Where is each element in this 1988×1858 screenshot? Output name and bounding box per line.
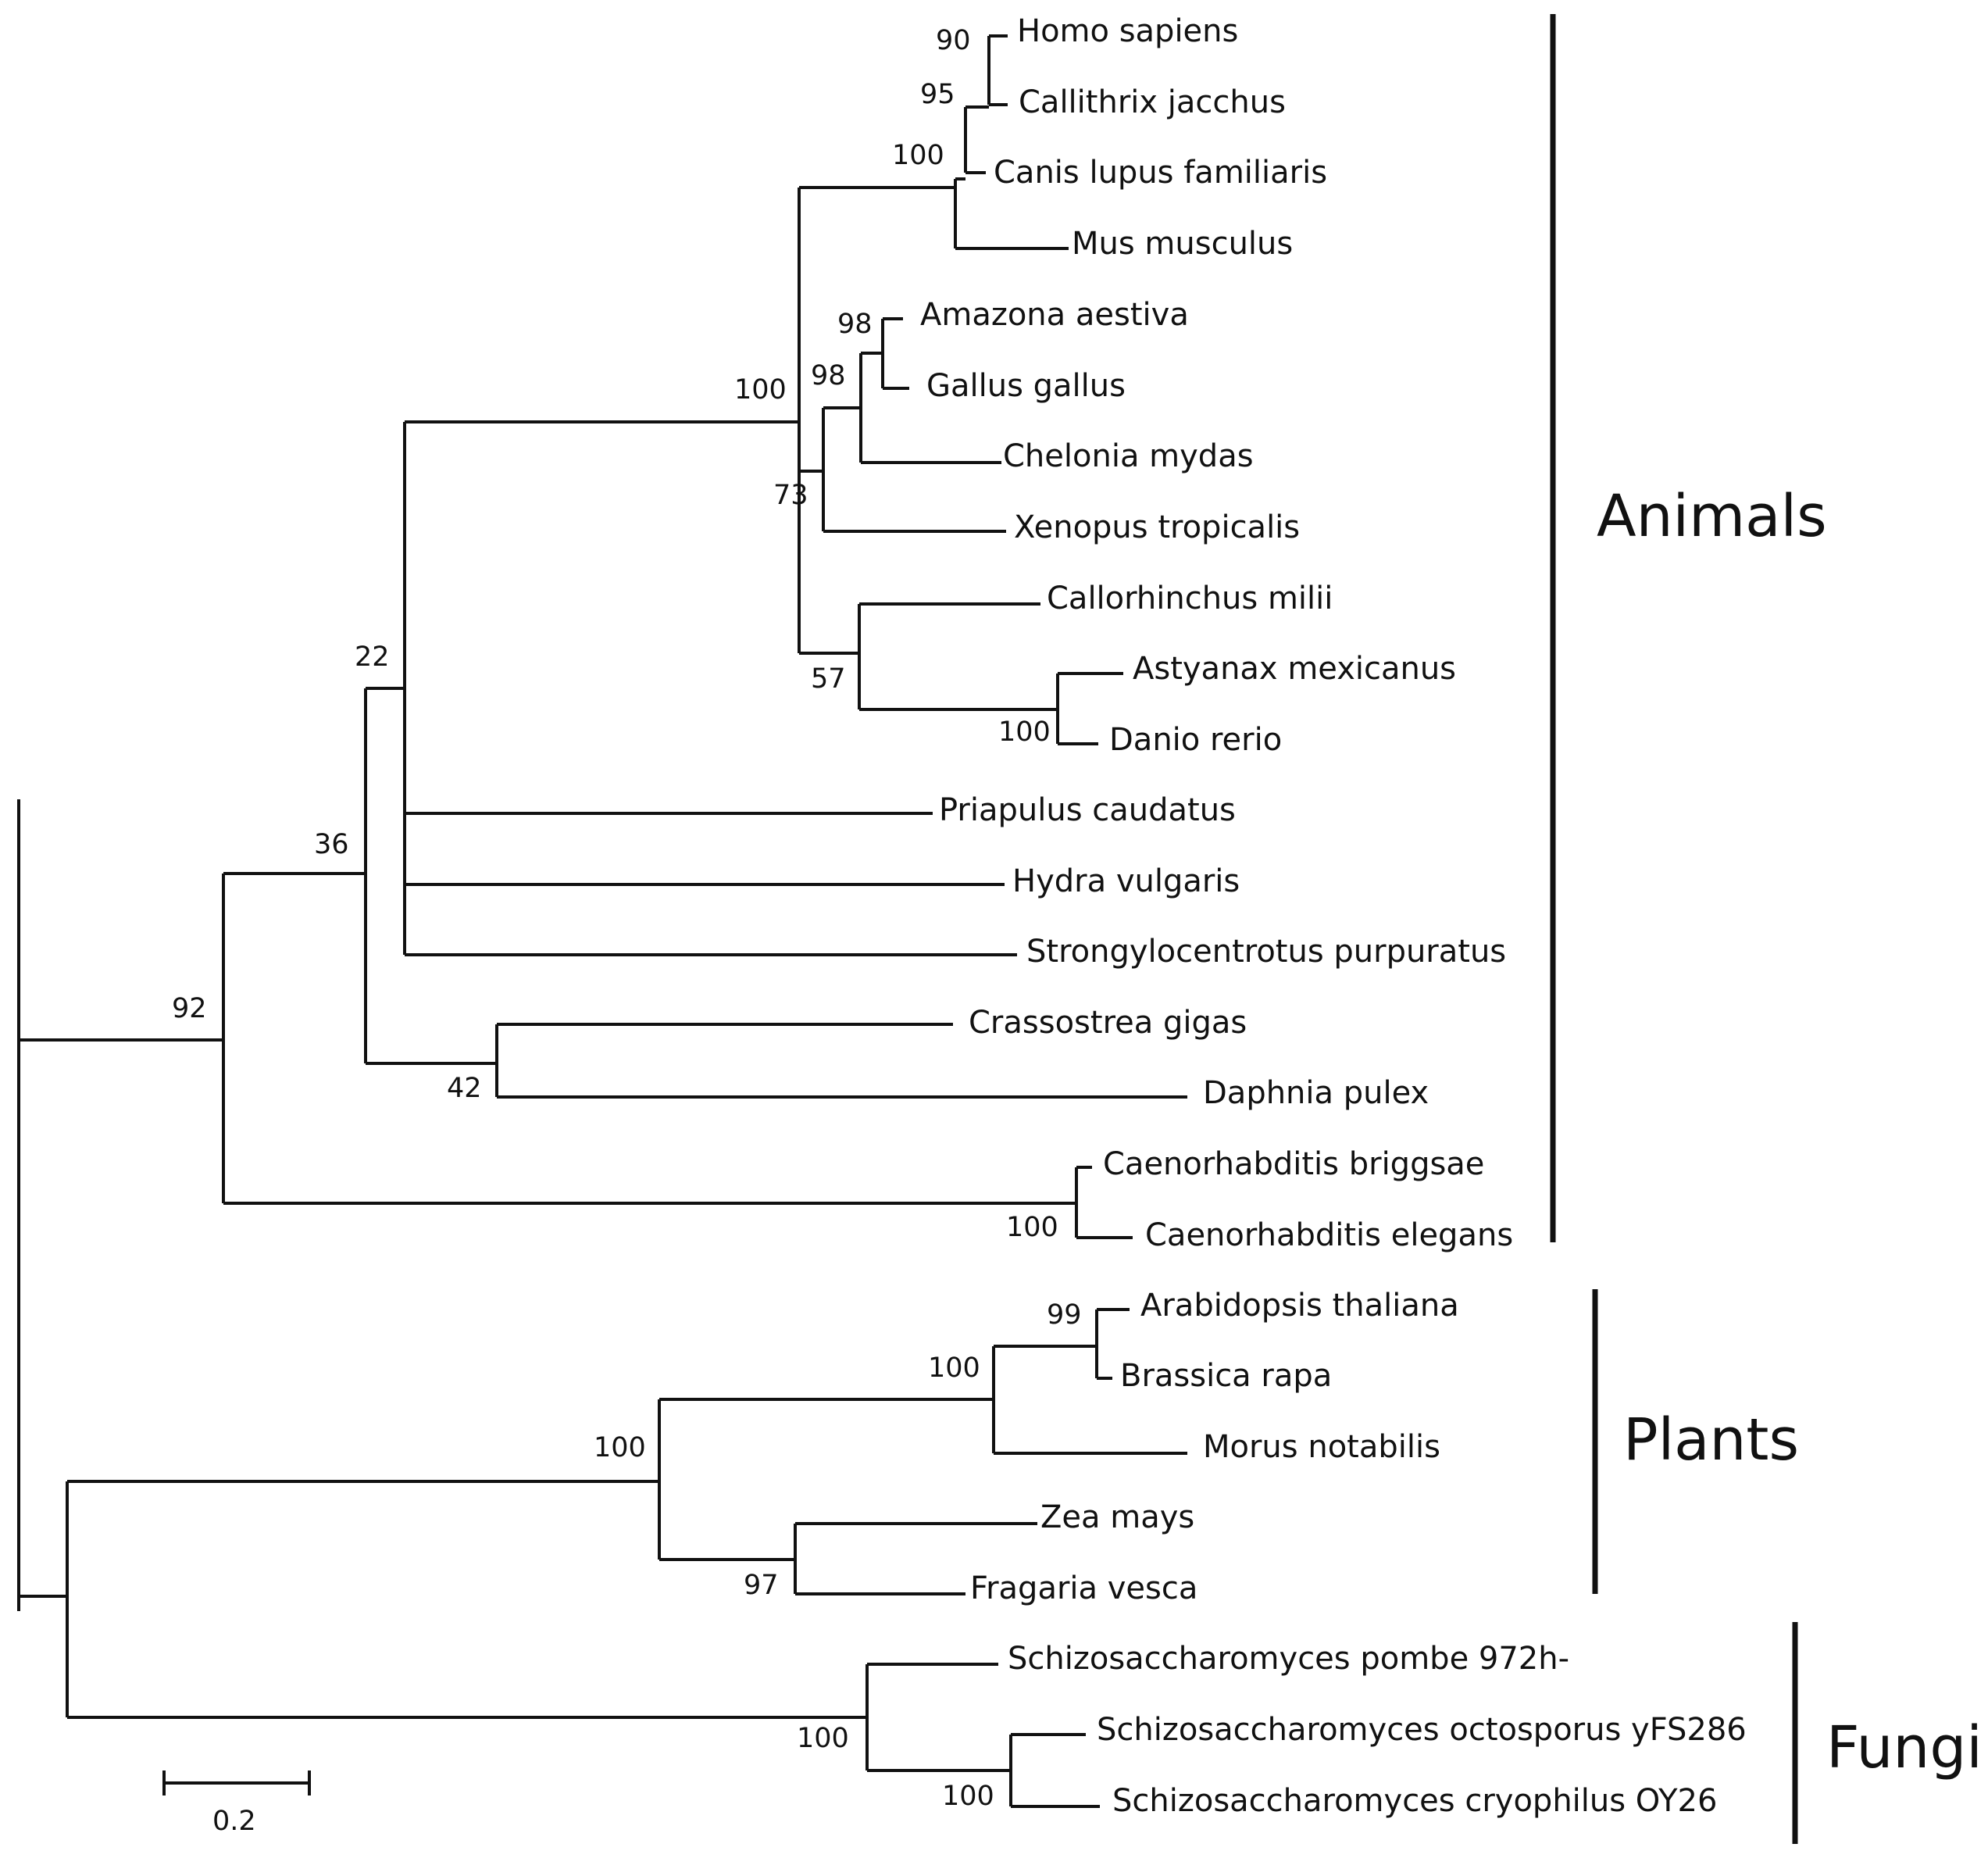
branch-plants: [67, 1399, 661, 1560]
bootstrap-value: 92: [172, 993, 207, 1024]
bootstrap-value: 73: [773, 480, 808, 511]
scale-bar-line: [162, 1770, 311, 1795]
branch-amniotes: [823, 353, 1001, 464]
branch-root-vertical: [17, 1034, 67, 1598]
branch-mammals-inner: [955, 107, 986, 180]
bootstrap-value: 100: [734, 374, 787, 406]
branch-node-42: [366, 1023, 1187, 1099]
bootstrap-value: 98: [837, 309, 873, 340]
taxon-label: Zea mays: [1040, 1499, 1194, 1535]
bootstrap-value: 57: [811, 663, 846, 695]
taxon-label: Schizosaccharomyces pombe 972h-: [1008, 1641, 1569, 1677]
group-label-fungi: Fungi: [1826, 1714, 1983, 1781]
bootstrap-value: 100: [797, 1723, 849, 1754]
taxon-label: Astyanax mexicanus: [1133, 651, 1456, 687]
branch-brassicaceae: [994, 1308, 1130, 1380]
taxon-label: Schizosaccharomyces octosporus yFS286: [1097, 1712, 1747, 1748]
scale-bar-label: 0.2: [212, 1806, 256, 1837]
taxon-label: Hydra vulgaris: [1012, 863, 1240, 899]
bootstrap-values: 90 95 100 98 98 73 57 100 100 22 36 42 9…: [172, 25, 1082, 1812]
bootstrap-value: 100: [594, 1432, 646, 1463]
bootstrap-value: 100: [942, 1781, 994, 1812]
taxon-label: Brassica rapa: [1120, 1358, 1332, 1394]
bootstrap-value: 100: [1006, 1212, 1058, 1243]
taxon-label: Caenorhabditis elegans: [1145, 1217, 1513, 1253]
taxon-label: Amazona aestiva: [920, 297, 1189, 333]
taxon-label: Arabidopsis thaliana: [1140, 1288, 1459, 1324]
bootstrap-value: 36: [314, 829, 349, 860]
taxon-label: Strongylocentrotus purpuratus: [1026, 934, 1506, 970]
branch-fungi: [67, 1663, 998, 1770]
branch-node-22: [366, 422, 406, 955]
bootstrap-value: 90: [936, 25, 971, 56]
branch-caeno: [223, 1166, 1133, 1239]
branch-vertebrates: [405, 188, 801, 653]
branch-tetrapods: [799, 408, 1006, 533]
group-brackets: Animals Plants Fungi: [1550, 14, 1983, 1844]
bootstrap-value: 100: [998, 716, 1051, 748]
scale-bar: 0.2: [162, 1770, 311, 1837]
taxon-label: Callorhinchus milii: [1047, 581, 1333, 616]
branch-node-36: [223, 688, 367, 1063]
branch-fish: [799, 602, 1040, 709]
bootstrap-value: 99: [1047, 1299, 1082, 1331]
taxon-label: Gallus gallus: [926, 368, 1126, 404]
taxon-label: Caenorhabditis briggsae: [1103, 1146, 1484, 1182]
bootstrap-value: 95: [920, 79, 955, 110]
bootstrap-value: 100: [928, 1352, 980, 1384]
branch-octo-cryo: [867, 1733, 1100, 1808]
taxon-label: Danio rerio: [1109, 722, 1282, 758]
taxon-label: Priapulus caudatus: [939, 792, 1236, 828]
bootstrap-value: 42: [447, 1073, 482, 1104]
taxon-label: Chelonia mydas: [1003, 438, 1254, 474]
group-label-plants: Plants: [1623, 1406, 1799, 1474]
taxon-label: Xenopus tropicalis: [1014, 509, 1300, 545]
taxon-label: Callithrix jacchus: [1019, 84, 1286, 120]
taxon-label: Fragaria vesca: [970, 1570, 1197, 1606]
taxon-labels: Homo sapiens Callithrix jacchus Canis lu…: [920, 13, 1747, 1819]
taxon-label: Homo sapiens: [1017, 13, 1238, 49]
bootstrap-value: 97: [744, 1570, 779, 1601]
tree-branches: [17, 34, 1187, 1808]
taxon-label: Morus notabilis: [1203, 1429, 1440, 1465]
branch-eudicots: [659, 1346, 1187, 1455]
taxon-label: Daphnia pulex: [1203, 1075, 1429, 1111]
taxon-label: Canis lupus familiaris: [994, 155, 1327, 191]
branch-teleosts: [859, 672, 1123, 745]
taxon-label: Mus musculus: [1072, 226, 1293, 262]
taxon-label: Crassostrea gigas: [969, 1005, 1247, 1041]
bootstrap-value: 22: [355, 641, 390, 673]
branch-zea-fragaria: [659, 1522, 1037, 1595]
branch-mammals: [799, 179, 1069, 250]
taxon-label: Schizosaccharomyces cryophilus OY26: [1112, 1783, 1717, 1819]
group-label-animals: Animals: [1597, 483, 1827, 550]
branch-primates: [965, 34, 1008, 109]
bootstrap-value: 98: [811, 360, 846, 391]
branch-to-plants-fungi: [19, 1481, 69, 1717]
branch-node-92: [19, 874, 225, 1203]
branch-birds: [861, 317, 909, 390]
bootstrap-value: 100: [892, 140, 944, 171]
